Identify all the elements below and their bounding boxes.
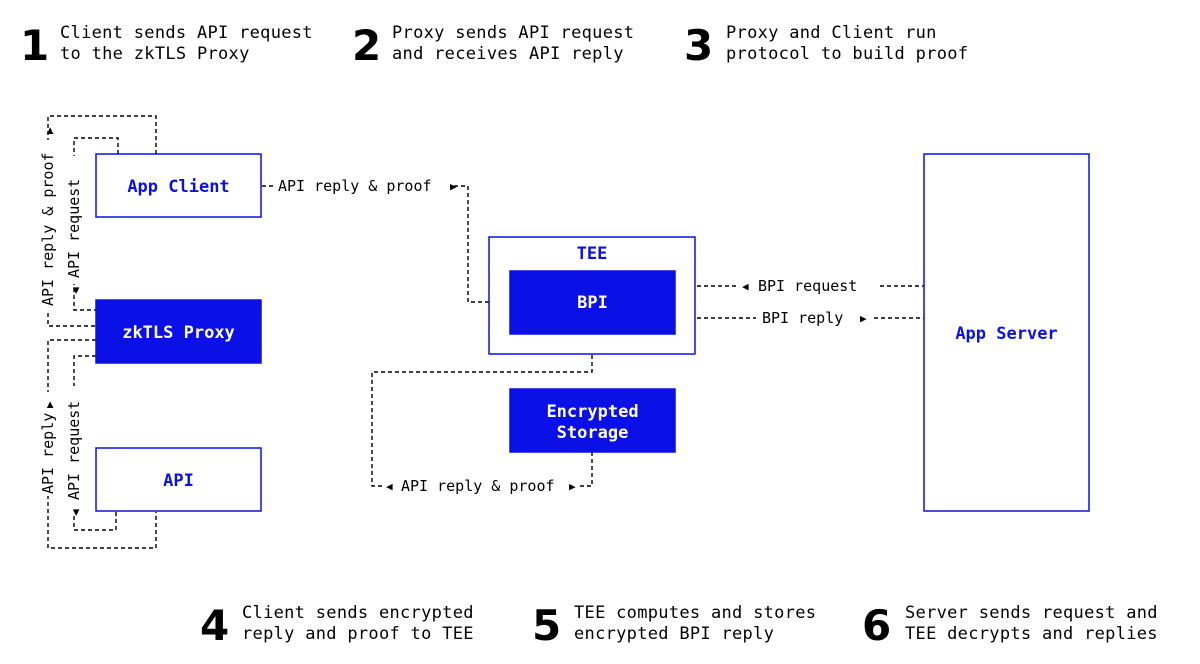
svg-text:▶: ▶ <box>860 312 867 325</box>
svg-text:BPI: BPI <box>577 293 608 313</box>
svg-text:zkTLS Proxy: zkTLS Proxy <box>122 323 235 343</box>
label-storage-loop: ◀ API reply & proof ▶ <box>386 477 576 495</box>
step-5-number: 5 <box>532 601 561 650</box>
step-3: 3 Proxy and Client run protocol to build… <box>684 21 968 70</box>
label-client-to-tee: API reply & proof ▶ <box>278 177 457 195</box>
node-bpi: BPI <box>509 270 676 335</box>
svg-text:API reply & proof: API reply & proof <box>278 177 432 195</box>
step-6-number: 6 <box>862 601 891 650</box>
svg-text:◀: ◀ <box>69 287 82 294</box>
svg-text:API reply & proof: API reply & proof <box>401 477 555 495</box>
svg-text:◀: ◀ <box>742 280 749 293</box>
svg-text:▶: ▶ <box>43 401 56 408</box>
label-left-upper-inner: ◀ API request <box>65 156 83 294</box>
step-2-number: 2 <box>352 21 381 70</box>
svg-text:API reply & proof: API reply & proof <box>39 152 57 306</box>
step-1-line1: Client sends API request <box>60 23 313 43</box>
node-api: API <box>95 447 262 512</box>
svg-text:Encrypted: Encrypted <box>546 402 638 422</box>
connector-client-proxy-outer <box>47 115 157 327</box>
connector-proxy-api-outer <box>47 339 157 549</box>
step-6-line1: Server sends request and <box>905 603 1158 623</box>
step-5: 5 TEE computes and stores encrypted BPI … <box>532 601 816 650</box>
node-zktls-proxy: zkTLS Proxy <box>95 299 262 364</box>
step-1-line2: to the zkTLS Proxy <box>60 44 250 64</box>
step-3-number: 3 <box>684 21 713 70</box>
connector-proxy-api-inner <box>73 355 117 531</box>
step-2-line1: Proxy sends API request <box>392 23 634 43</box>
label-bpi-reply: BPI reply ▶ <box>762 309 867 327</box>
step-5-line2: encrypted BPI reply <box>574 624 774 644</box>
svg-text:API request: API request <box>65 401 83 500</box>
step-5-line1: TEE computes and stores <box>574 603 816 623</box>
step-1-number: 1 <box>20 21 49 70</box>
svg-text:API: API <box>163 471 194 491</box>
svg-text:BPI reply: BPI reply <box>762 309 843 327</box>
svg-text:App Server: App Server <box>955 324 1057 344</box>
svg-text:Storage: Storage <box>557 423 629 443</box>
step-2: 2 Proxy sends API request and receives A… <box>352 21 634 70</box>
svg-text:TEE: TEE <box>577 244 608 264</box>
label-left-lower-inner: ◀ API request <box>65 386 83 516</box>
label-bpi-request: ◀ BPI request <box>742 277 857 295</box>
step-6: 6 Server sends request and TEE decrypts … <box>862 601 1158 650</box>
svg-text:API reply: API reply <box>39 413 57 494</box>
svg-text:▶: ▶ <box>569 480 576 493</box>
svg-text:BPI request: BPI request <box>758 277 857 295</box>
step-3-line2: protocol to build proof <box>726 44 968 64</box>
step-4-number: 4 <box>200 601 229 650</box>
step-4: 4 Client sends encrypted reply and proof… <box>200 601 474 650</box>
node-app-client: App Client <box>95 153 262 218</box>
connector-bpi-storage-loop <box>371 334 593 487</box>
node-app-server: App Server <box>923 153 1090 512</box>
connector-client-proxy-inner <box>73 137 119 311</box>
svg-text:▶: ▶ <box>43 127 56 134</box>
step-2-line2: and receives API reply <box>392 44 624 64</box>
label-left-upper-outer: API reply & proof ▶ <box>39 127 57 312</box>
svg-text:◀: ◀ <box>69 509 82 516</box>
svg-text:API request: API request <box>65 179 83 278</box>
svg-text:App Client: App Client <box>127 177 229 197</box>
step-4-line2: reply and proof to TEE <box>242 624 474 644</box>
step-1: 1 Client sends API request to the zkTLS … <box>20 21 313 70</box>
label-left-lower-outer: API reply ▶ <box>39 392 57 496</box>
step-3-line1: Proxy and Client run <box>726 23 937 43</box>
connector-client-to-bpi <box>262 185 510 303</box>
svg-text:▶: ▶ <box>450 180 457 193</box>
svg-text:◀: ◀ <box>386 480 393 493</box>
step-6-line2: TEE decrypts and replies <box>905 624 1158 644</box>
step-4-line1: Client sends encrypted <box>242 603 474 623</box>
node-encrypted-storage: Encrypted Storage <box>509 388 676 453</box>
